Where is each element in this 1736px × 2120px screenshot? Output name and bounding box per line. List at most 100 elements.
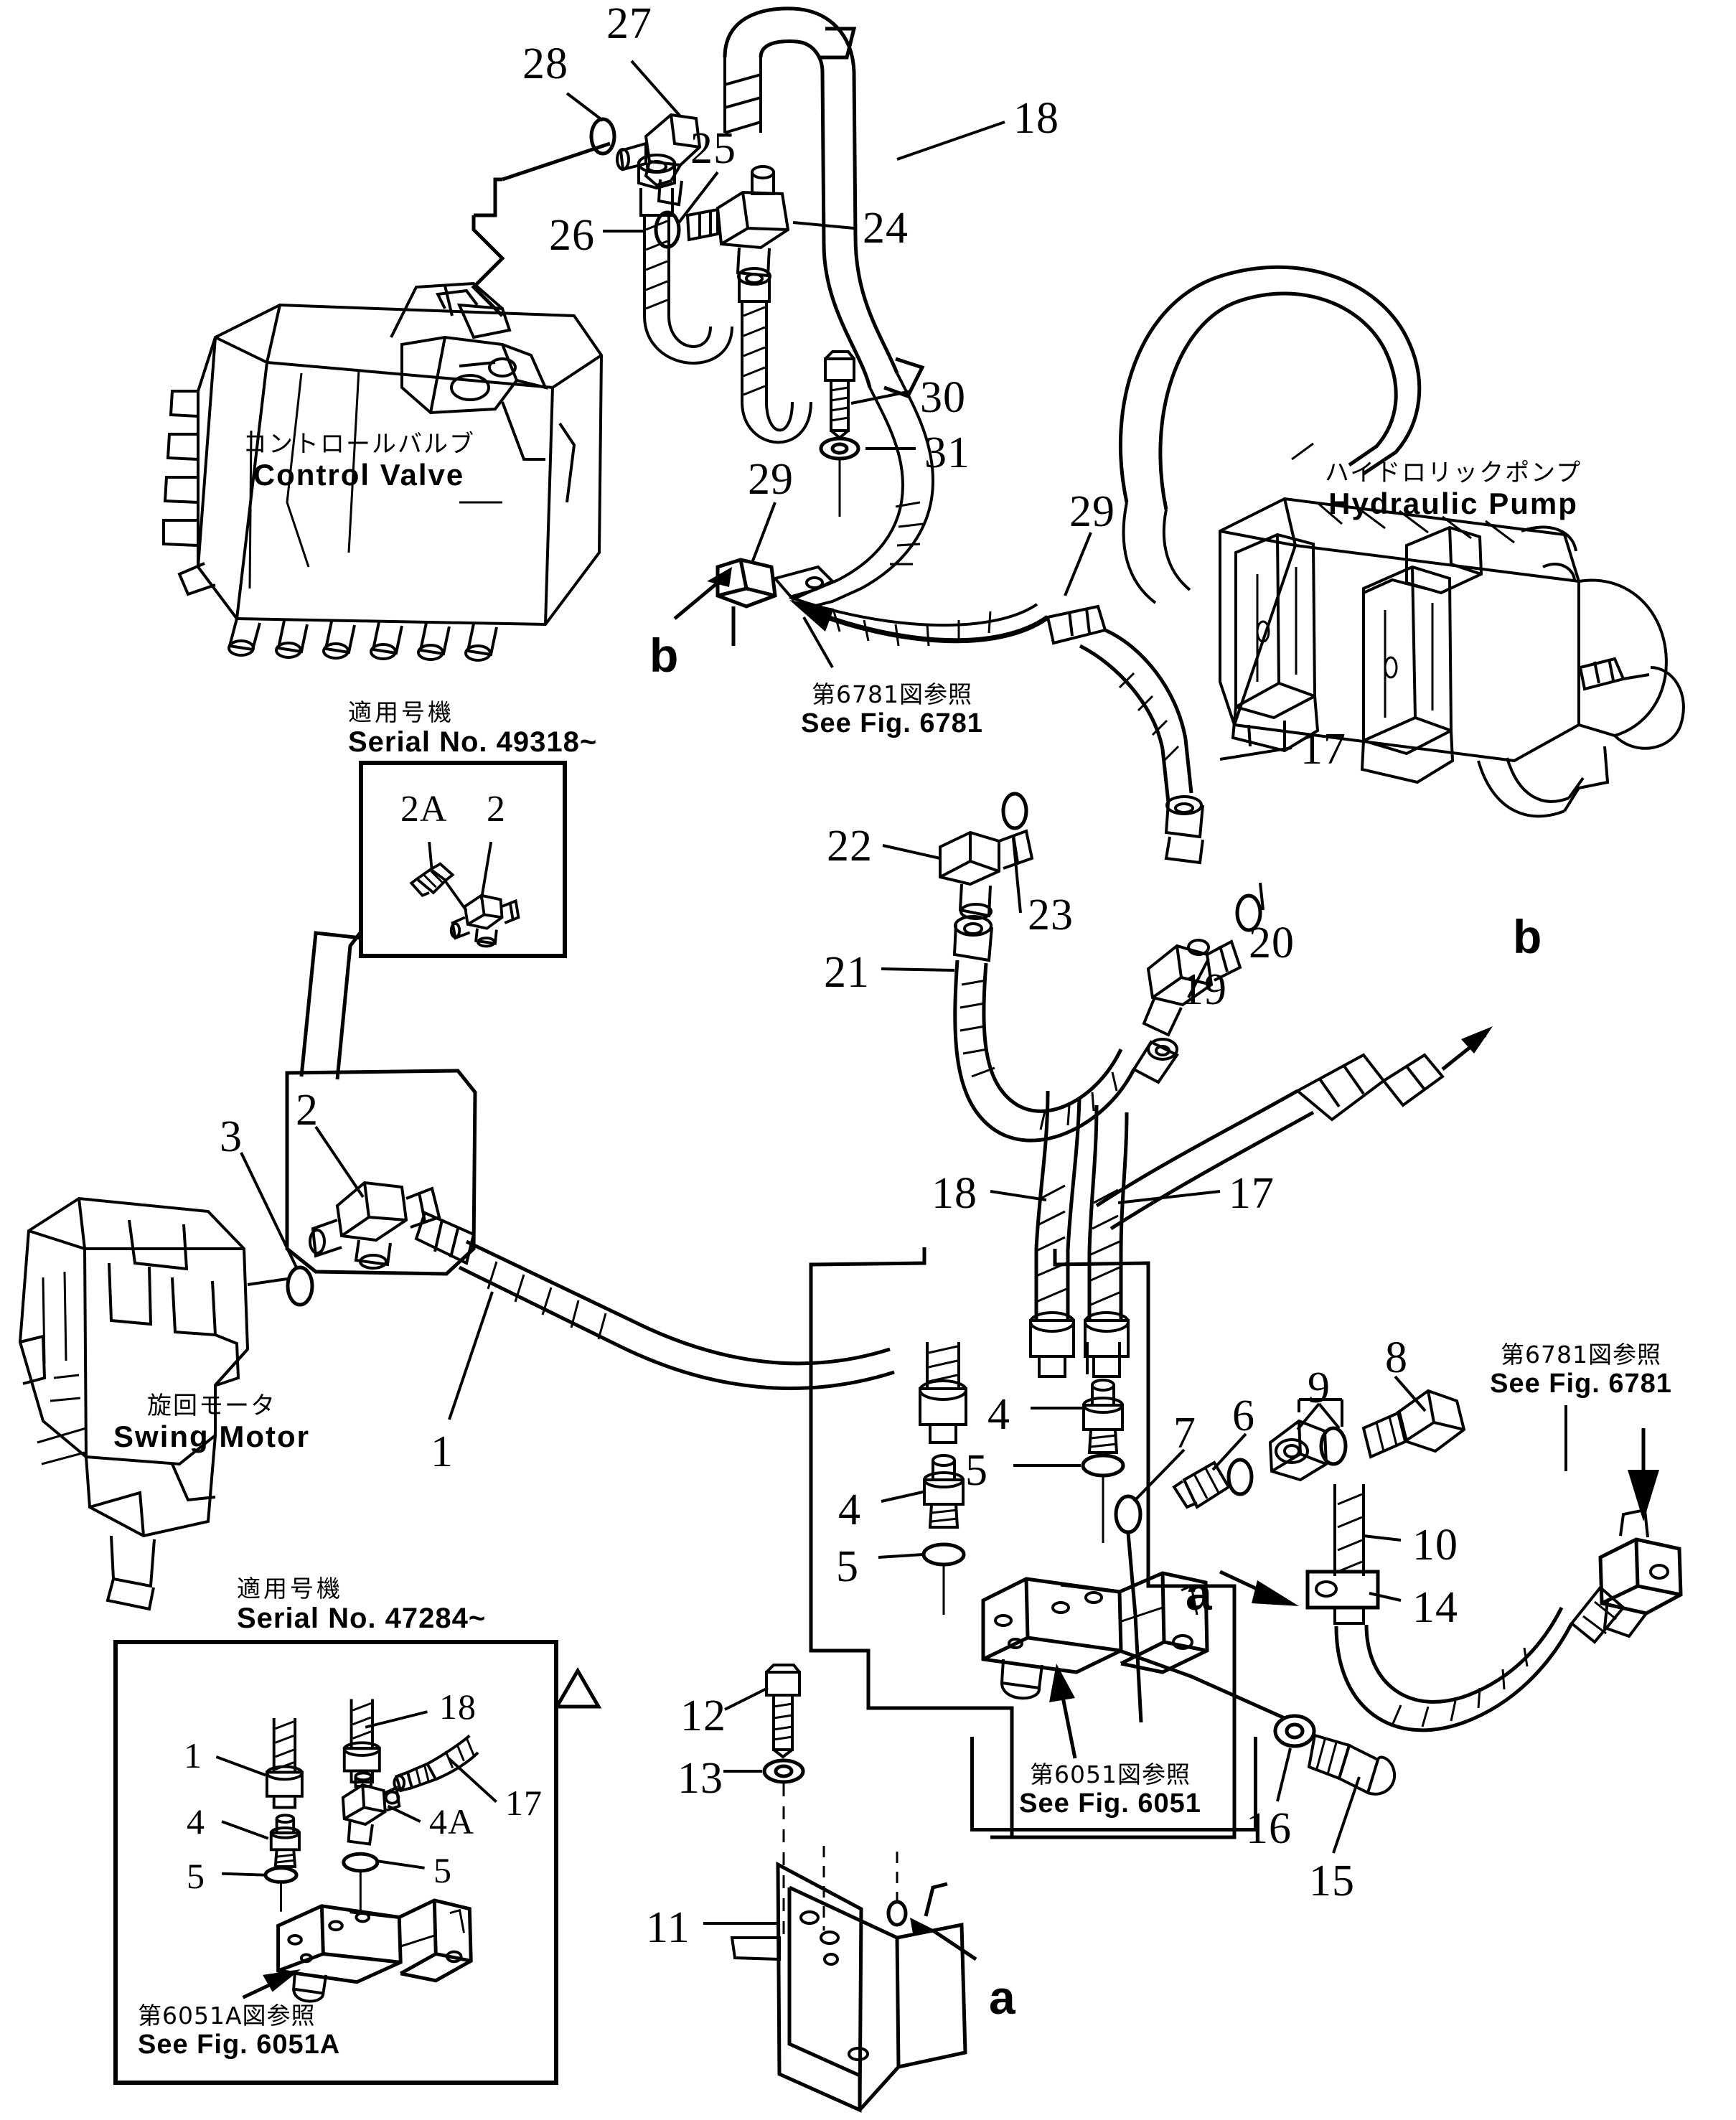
callout-7: 7 — [1173, 1409, 1196, 1458]
reference-fig6781-right-jp: 第6781図参照 — [1501, 1341, 1661, 1369]
callout-31: 31 — [924, 428, 970, 477]
inset-serial-49318-label-en: Serial No. 49318~ — [348, 726, 598, 758]
hose-29-clamp-drawing — [675, 560, 1203, 863]
callout-16: 16 — [1246, 1804, 1292, 1853]
callout-28: 28 — [522, 39, 568, 88]
control-valve-drawing — [164, 283, 601, 660]
callout-27: 27 — [606, 0, 652, 48]
reference-fig6051a: 第6051A図参照 See Fig. 6051A — [138, 2002, 341, 2060]
control-valve-label-jp: コントロールバルブ — [243, 430, 475, 459]
washer-13-drawing — [764, 1760, 803, 1938]
oring-20 — [1237, 896, 1260, 930]
section-letter-a-bottom: a — [989, 1971, 1015, 2024]
leader-lines — [241, 61, 1566, 1923]
inset2-callout-5-right: 5 — [433, 1850, 452, 1890]
section-letter-b-left: b — [649, 629, 679, 682]
inset2-callout-18: 18 — [439, 1687, 477, 1727]
reference-fig6781-right: 第6781図参照 See Fig. 6781 — [1463, 1341, 1699, 1399]
oring-28 — [591, 119, 614, 154]
reference-fig6781-center: 第6781図参照 See Fig. 6781 — [781, 680, 1003, 739]
callout-15: 15 — [1309, 1857, 1355, 1905]
swing-motor-label-jp: 旋回モータ — [147, 1392, 276, 1420]
oring-9-right — [1321, 1428, 1346, 1464]
callout-3: 3 — [220, 1112, 243, 1161]
inset-box-serial-49318: 2A 2 — [359, 761, 567, 958]
control-valve-label-en: Control Valve — [253, 458, 465, 492]
callout-9: 9 — [1308, 1364, 1331, 1412]
callout-bracket-upper-left — [474, 144, 610, 316]
callout-18-mid: 18 — [932, 1169, 977, 1218]
bolt-12-drawing — [766, 1665, 799, 1757]
callout-26: 26 — [549, 211, 595, 260]
reference-fig6051-en: See Fig. 6051 — [1019, 1788, 1201, 1819]
callout-21: 21 — [824, 948, 870, 997]
inset2-callout-4: 4 — [187, 1801, 205, 1842]
callout-20: 20 — [1249, 919, 1295, 967]
callout-22: 22 — [827, 822, 873, 871]
tube-18-top-drawing — [738, 268, 811, 442]
reference-fig6051-jp: 第6051図参照 — [1030, 1760, 1191, 1788]
hydraulic-pump-drawing — [1120, 267, 1683, 816]
valve-block-6051-drawing — [983, 1573, 1207, 1758]
callout-17-mid: 17 — [1229, 1169, 1275, 1218]
callout-1: 1 — [431, 1427, 454, 1476]
tube-26-drawing — [639, 155, 732, 363]
inset2-callout-5-left: 5 — [187, 1856, 205, 1896]
callout-12: 12 — [680, 1692, 726, 1740]
inset-serial-47284-caption: 適用号機 Serial No. 47284~ — [237, 1575, 487, 1635]
hydraulic-pump-caption: ハイドロリックポンプ Hydraulic Pump — [1285, 459, 1622, 520]
inset-callout-2: 2 — [487, 789, 506, 830]
inset2-callout-17: 17 — [505, 1783, 543, 1823]
callout-2: 2 — [296, 1086, 319, 1135]
hose-18-long-drawing — [725, 9, 933, 609]
bolt-30-drawing — [825, 352, 854, 438]
reference-fig6781-right-en: See Fig. 6781 — [1490, 1368, 1672, 1399]
callout-13: 13 — [677, 1754, 723, 1803]
callout-23: 23 — [1028, 891, 1074, 939]
section-letter-a-mid: a — [1186, 1567, 1212, 1620]
revision-triangle-icon — [553, 1667, 602, 1709]
oring-25 — [656, 212, 679, 247]
oring-3 — [288, 1267, 312, 1305]
callout-18-top: 18 — [1013, 94, 1059, 143]
callout-17-pump: 17 — [1300, 725, 1346, 774]
callout-29-left: 29 — [748, 455, 794, 504]
callout-4-left: 4 — [838, 1486, 861, 1534]
hose-1-drawing — [416, 1213, 894, 1389]
hydraulic-pump-label-jp: ハイドロリックポンプ — [1324, 459, 1582, 487]
callout-25: 25 — [690, 124, 736, 173]
center-assembly-outline — [811, 1247, 1234, 1837]
reference-fig6051a-jp: 第6051A図参照 — [138, 2002, 316, 2030]
reference-fig6051a-en: See Fig. 6051A — [138, 2029, 341, 2060]
callout-19: 19 — [1181, 965, 1227, 1014]
inset-box-serial-47284: 1 18 4 4A 17 5 5 第6051A図参照 See Fig. 6051… — [113, 1640, 558, 2085]
reference-fig6051: 第6051図参照 See Fig. 6051 — [999, 1760, 1221, 1819]
right-parts-assembly — [1116, 1391, 1681, 1794]
inset2-callout-4a: 4A — [429, 1801, 475, 1842]
inset-serial-47284-label-en: Serial No. 47284~ — [237, 1602, 487, 1634]
inset-callout-2a: 2A — [400, 789, 448, 830]
inset2-callout-1: 1 — [184, 1735, 202, 1776]
reference-fig6781-center-en: See Fig. 6781 — [801, 708, 983, 738]
washer-31-drawing — [821, 438, 858, 517]
reference-fig6781-center-jp: 第6781図参照 — [812, 680, 972, 708]
callout-29-right: 29 — [1069, 487, 1115, 536]
inset-49318-artwork — [409, 841, 520, 948]
callout-6: 6 — [1232, 1392, 1255, 1440]
swing-motor-label-en: Swing Motor — [113, 1420, 310, 1454]
fitting-27-drawing — [617, 115, 700, 205]
inset-serial-47284-label-jp: 適用号機 — [237, 1575, 343, 1603]
oring-23 — [1003, 794, 1026, 828]
callout-5-left: 5 — [836, 1542, 859, 1591]
oring-7 — [1116, 1496, 1140, 1532]
callout-10: 10 — [1412, 1521, 1458, 1570]
hydraulic-pump-label-en: Hydraulic Pump — [1328, 487, 1578, 521]
inset-47284-artwork — [215, 1699, 497, 2003]
inset-serial-49318-caption: 適用号機 Serial No. 49318~ — [348, 698, 598, 759]
center-parts-stack — [920, 1342, 1123, 1615]
tubes-17-18-drawing — [1031, 1091, 1128, 1376]
reference-fig6051-box — [970, 1737, 1257, 1831]
inset-serial-49318-label-jp: 適用号機 — [348, 698, 454, 726]
callout-24: 24 — [863, 204, 909, 253]
